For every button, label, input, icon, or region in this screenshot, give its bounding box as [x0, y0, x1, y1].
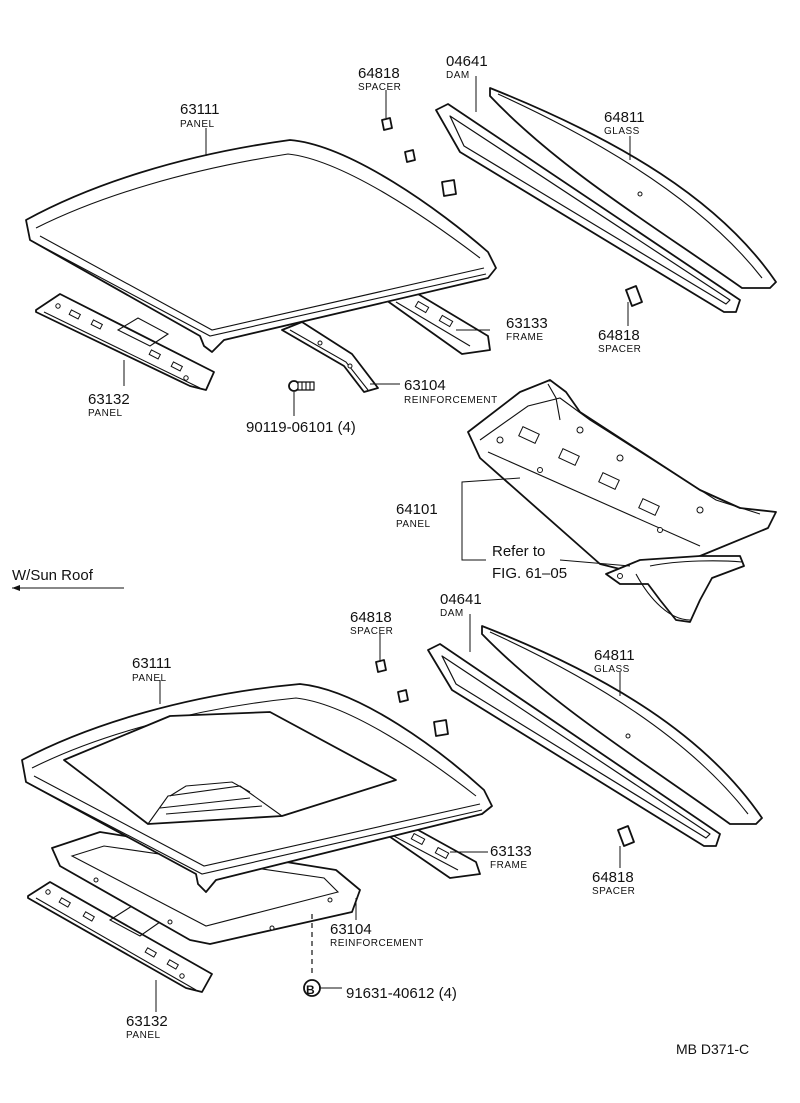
- sunroof-glass-number: 64811: [594, 647, 635, 664]
- top-front-panel-name: PANEL: [88, 408, 123, 419]
- sunroof-roof-panel-number: 63111: [132, 655, 172, 672]
- top-dam-number: 04641: [446, 53, 488, 70]
- package-tray-panel: [467, 379, 777, 575]
- tray-name: PANEL: [396, 519, 431, 530]
- dam-seal-sunroof: [427, 643, 721, 847]
- rear-glass-top: [489, 87, 777, 289]
- sunroof-frame-number: 63133: [490, 843, 532, 860]
- top-spacer-a-number: 64818: [358, 65, 400, 82]
- top-roof-panel-name: PANEL: [180, 119, 215, 130]
- top-spacer-a-name: SPACER: [358, 82, 401, 93]
- spacer-clips-sunroof: [375, 659, 635, 847]
- sunroof-reinforcement-number: 63104: [330, 921, 372, 938]
- variant-label: W/Sun Roof: [12, 567, 94, 584]
- figure-code: MB D371-C: [676, 1041, 749, 1057]
- leader-lines-sunroof: [155, 614, 621, 1012]
- front-header-panel-top: [35, 293, 215, 391]
- spacer-clips-top: [381, 117, 643, 307]
- sunroof-dam-number: 04641: [440, 591, 482, 608]
- sunroof-spacer-a-number: 64818: [350, 609, 392, 626]
- leader-lines-tray: [461, 477, 631, 567]
- top-spacer-b-number: 64818: [598, 327, 640, 344]
- bolt-icon: [288, 380, 315, 392]
- top-spacer-b-name: SPACER: [598, 344, 641, 355]
- sunroof-reinforcement-name: REINFORCEMENT: [330, 938, 424, 949]
- tray-refer-line1: Refer to: [492, 543, 545, 560]
- bolt-b-symbol-letter: B: [306, 983, 315, 997]
- tray-number: 64101: [396, 501, 438, 518]
- top-glass-name: GLASS: [604, 126, 640, 137]
- sunroof-spacer-b-number: 64818: [592, 869, 634, 886]
- sunroof-front-panel-number: 63132: [126, 1013, 168, 1030]
- sunroof-glass-name: GLASS: [594, 664, 630, 675]
- sunroof-bolt-number: 91631-40612 (4): [346, 985, 457, 1002]
- dam-seal-top: [435, 103, 741, 313]
- top-reinforcement-number: 63104: [404, 377, 446, 394]
- top-frame-number: 63133: [506, 315, 548, 332]
- rear-glass-sunroof: [481, 625, 763, 825]
- top-roof-panel-number: 63111: [180, 101, 220, 118]
- sunroof-spacer-b-name: SPACER: [592, 886, 635, 897]
- variant-arrow-icon: [12, 585, 124, 591]
- referenced-bracket: [605, 555, 745, 623]
- tray-refer-line2: FIG. 61–05: [492, 565, 567, 582]
- sunroof-frame-name: FRAME: [490, 860, 528, 871]
- roof-panel-sunroof: [21, 683, 493, 893]
- sunroof-spacer-a-name: SPACER: [350, 626, 393, 637]
- top-bolt-number: 90119-06101 (4): [246, 419, 356, 436]
- leader-lines-top: [123, 76, 631, 416]
- top-dam-name: DAM: [446, 70, 470, 81]
- top-glass-number: 64811: [604, 109, 645, 126]
- sunroof-dam-name: DAM: [440, 608, 464, 619]
- top-reinforcement-name: REINFORCEMENT: [404, 395, 498, 406]
- sunroof-front-panel-name: PANEL: [126, 1030, 161, 1041]
- sunroof-roof-panel-name: PANEL: [132, 673, 167, 684]
- top-frame-name: FRAME: [506, 332, 544, 343]
- top-front-panel-number: 63132: [88, 391, 130, 408]
- roof-panel-top: [25, 139, 497, 353]
